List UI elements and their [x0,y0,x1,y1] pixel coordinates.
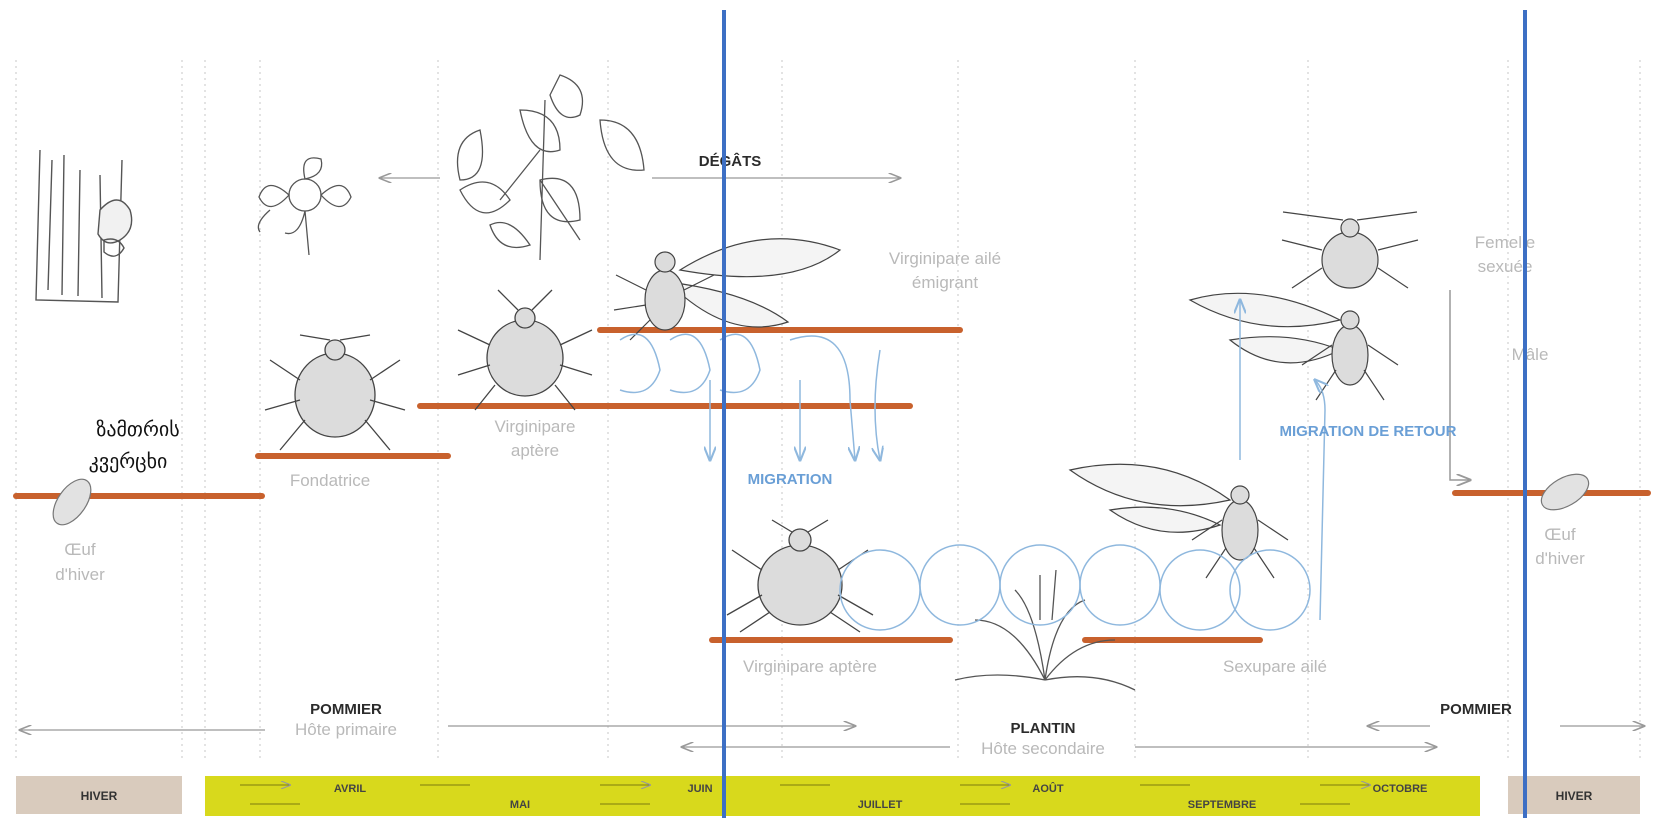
sexupare-aile-label: Sexupare ailé [1223,657,1327,676]
month-octobre: OCTOBRE [1373,783,1428,795]
winged-aphid-icon [614,239,840,340]
plantain-plant-icon [955,570,1135,690]
winged-aphid-icon [1190,293,1398,400]
virginipare-label: Virginipare [495,417,576,436]
winged-aphid-icon [1070,464,1288,578]
male-label: Mâle [1512,345,1549,364]
virginipare-aptere-label: Virginipare aptère [743,657,877,676]
month-septembre: SEPTEMBRE [1188,799,1256,811]
emigrant-label: émigrant [912,273,978,292]
aptere-label: aptère [511,441,559,460]
georgian-label-line1: ზამთრის [96,417,179,441]
egg-icon [46,473,99,532]
month-avril: AVRIL [334,783,366,795]
hiver-right-label: HIVER [1556,789,1593,803]
migration-retour-label: MIGRATION DE RETOUR [1280,423,1457,440]
hote-primaire-label: Hôte primaire [295,720,397,739]
fondatrice-label: Fondatrice [290,471,370,490]
hiver-left-label: HIVER [81,789,118,803]
apple-leaves-icon [458,75,645,260]
month-aout: AOÛT [1032,782,1063,795]
migration-label: MIGRATION [748,471,833,488]
dhiver-right-label: d'hiver [1535,549,1585,568]
hote-secondaire-label: Hôte secondaire [981,739,1105,758]
pommier-left-label: POMMIER [310,701,382,718]
plantin-label: PLANTIN [1011,720,1076,737]
oeuf-left-label: Œuf [64,540,95,559]
georgian-label-line2: კვერცხი [89,449,168,473]
month-mai: MAI [510,799,530,811]
degats-label: DÉGÂTS [699,152,762,170]
egg-icon [1535,467,1594,517]
aphid-icon [458,290,592,410]
season-bar [205,776,1480,816]
dhiver-left-label: d'hiver [55,565,105,584]
virginipare-aile-label: Virginipare ailé [889,249,1001,268]
month-guide-lines [16,60,1640,760]
month-juillet: JUILLET [858,799,903,811]
apple-blossom-icon [258,158,351,255]
aphid-icon [727,520,873,632]
oeuf-right-label: Œuf [1544,525,1575,544]
month-juin: JUIN [687,783,712,795]
winged-aphid-icon [1282,212,1418,288]
apple-tree-trunk-icon [36,150,132,302]
pommier-right-label: POMMIER [1440,701,1512,718]
aphid-icon [265,335,405,450]
